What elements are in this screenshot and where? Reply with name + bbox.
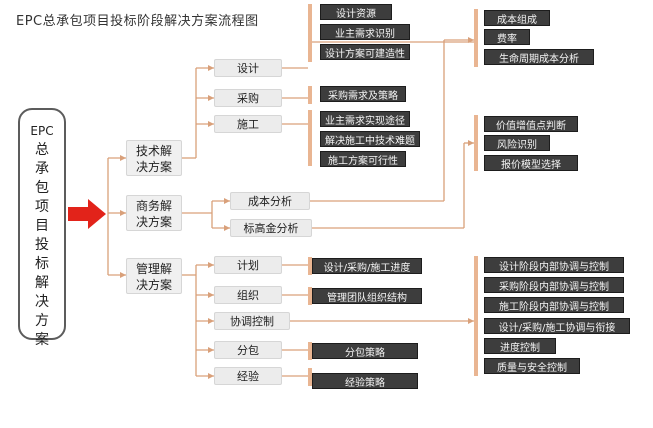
group-bar	[308, 287, 312, 305]
sub-coordination-control: 协调控制	[214, 312, 290, 330]
sub-organization: 组织	[214, 286, 282, 304]
sub-experience: 经验	[214, 367, 282, 385]
category-label: 商务解	[135, 199, 172, 213]
root-char: 投	[35, 237, 49, 253]
group-bar	[474, 256, 478, 376]
group-bar	[308, 368, 312, 386]
root-char: 项	[35, 199, 49, 215]
group-bar	[308, 86, 312, 104]
sub-bid-markup-analysis: 标高金分析	[230, 219, 312, 237]
sub-procurement: 采购	[214, 89, 282, 107]
leaf-subcontract-strategy: 分包策略	[312, 343, 418, 359]
category-label: 决方案	[135, 215, 172, 229]
leaf-design-coordination: 设计阶段内部协调与控制	[484, 257, 624, 273]
leaf-owner-needs-path: 业主需求实现途径	[320, 111, 410, 127]
leaf-risk-identification: 风险识别	[484, 135, 550, 151]
group-bar	[474, 115, 478, 171]
red-arrow-icon	[68, 199, 106, 229]
group-bar	[308, 110, 312, 166]
category-label: 决方案	[135, 160, 172, 174]
leaf-experience-strategy: 经验策略	[312, 373, 418, 389]
group-bar	[308, 257, 312, 275]
leaf-procurement-strategy: 采购需求及策略	[320, 86, 406, 102]
leaf-quality-safety: 质量与安全控制	[484, 358, 580, 374]
leaf-team-structure: 管理团队组织结构	[312, 288, 422, 304]
category-label: 技术解	[135, 144, 172, 158]
root-char: 承	[35, 161, 49, 177]
category-label: 管理解	[135, 262, 172, 276]
sub-construction: 施工	[214, 115, 282, 133]
leaf-design-resource: 设计资源	[320, 4, 392, 20]
root-char: EPC	[30, 124, 54, 138]
leaf-rate: 费率	[484, 29, 530, 45]
leaf-lifecycle-cost: 生命周期成本分析	[484, 49, 594, 65]
root-node: EPC 总 承 包 项 目 投 标 解 决 方 案	[18, 108, 66, 348]
leaf-construction-feasibility: 施工方案可行性	[320, 151, 406, 167]
leaf-dpc-coordination: 设计/采购/施工协调与衔接	[484, 318, 630, 334]
group-bar	[474, 9, 478, 67]
leaf-cost-composition: 成本组成	[484, 10, 550, 26]
sub-design: 设计	[214, 59, 282, 77]
leaf-tech-difficulty: 解决施工中技术难题	[320, 131, 420, 147]
diagram-title: EPC总承包项目投标阶段解决方案流程图	[16, 14, 259, 29]
leaf-schedule: 设计/采购/施工进度	[312, 258, 422, 274]
leaf-owner-needs: 业主需求识别	[320, 24, 410, 40]
category-tech-solution: 技术解 决方案	[126, 140, 182, 176]
root-char: 总	[35, 142, 49, 158]
category-label: 决方案	[135, 278, 172, 292]
leaf-procurement-coordination: 采购阶段内部协调与控制	[484, 277, 624, 293]
root-char: 决	[35, 294, 49, 310]
group-bar	[308, 342, 312, 360]
category-business-solution: 商务解 决方案	[126, 195, 182, 231]
sub-cost-analysis: 成本分析	[230, 192, 310, 210]
root-char: 方	[35, 313, 49, 329]
root-char: 解	[35, 275, 49, 291]
category-management-solution: 管理解 决方案	[126, 258, 182, 294]
root-char: 包	[35, 180, 49, 196]
leaf-design-constructability: 设计方案可建造性	[320, 44, 410, 60]
root-char: 目	[35, 218, 49, 234]
leaf-progress-control: 进度控制	[484, 338, 556, 354]
root-char: 案	[35, 332, 49, 348]
sub-plan: 计划	[214, 256, 282, 274]
leaf-construction-coordination: 施工阶段内部协调与控制	[484, 297, 624, 313]
group-bar	[308, 4, 312, 62]
sub-subcontract: 分包	[214, 341, 282, 359]
root-char: 标	[35, 256, 49, 272]
leaf-quote-model: 报价模型选择	[484, 155, 578, 171]
leaf-value-added: 价值增值点判断	[484, 116, 578, 132]
